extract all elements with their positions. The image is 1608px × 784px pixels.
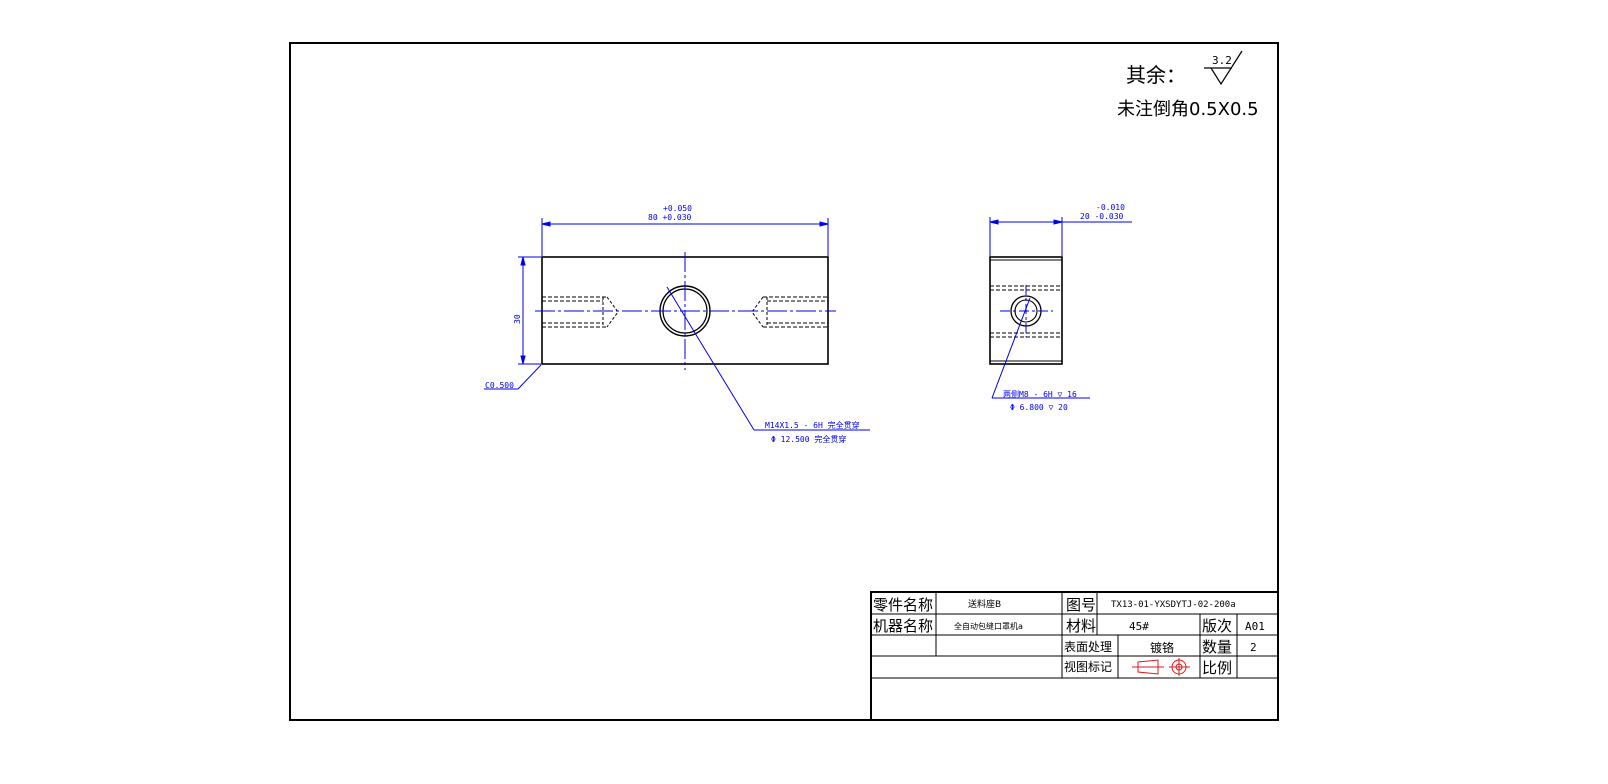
part-name-label: 零件名称	[873, 596, 933, 614]
front-view: +0.050 80 +0.030 30 C0.500 M14X1.5 - 6H …	[484, 204, 870, 444]
view-mark-label: 视图标记	[1064, 659, 1112, 674]
title-block	[870, 591, 1279, 721]
front-thread-callout-1: M14X1.5 - 6H 完全贯穿	[765, 420, 860, 430]
material-label: 材料	[1066, 617, 1096, 635]
front-width-dimension	[541, 218, 829, 256]
side-width-tolerance-upper: -0.010	[1096, 203, 1125, 212]
front-height-dim-text: 30	[513, 314, 522, 324]
front-thread-callout-2: Φ 12.500 完全贯穿	[771, 434, 846, 444]
surface-label: 表面处理	[1064, 640, 1112, 654]
drawing-no-value: TX13-01-YXSDYTJ-02-200a	[1111, 600, 1236, 610]
quantity-label: 数量	[1202, 638, 1232, 656]
machine-name-label: 机器名称	[873, 617, 933, 635]
front-width-tolerance-upper: +0.050	[663, 204, 692, 213]
quantity-value: 2	[1250, 641, 1257, 654]
front-height-dimension	[518, 256, 541, 365]
right-tapped-hole	[751, 296, 828, 328]
chamfer-leader	[484, 364, 542, 390]
side-width-dimension	[989, 217, 1132, 256]
version-value: A01	[1245, 620, 1265, 633]
roughness-symbol-icon	[1204, 50, 1243, 86]
version-label: 版次	[1202, 617, 1232, 635]
general-notes: 其余： 3.2 未注倒角0.5X0.5	[1117, 50, 1259, 120]
side-view: -0.010 20 -0.030 两侧M8 - 6H ▽ 16 Φ 6.800 …	[989, 203, 1132, 412]
drawing-frame	[289, 42, 1279, 721]
side-view-outline	[989, 256, 1063, 365]
left-tapped-hole	[542, 296, 619, 328]
front-thread-leader	[666, 286, 870, 431]
front-center-lines	[535, 252, 836, 370]
projection-symbol-icon	[1132, 658, 1190, 676]
side-thread-callout-2: Φ 6.800 ▽ 20	[1010, 403, 1068, 412]
surface-value: 镀铬	[1150, 640, 1174, 655]
material-value: 45#	[1129, 620, 1149, 633]
machine-name-value: 全自动包缝口罩机a	[954, 621, 1023, 631]
roughness-prefix: 其余：	[1126, 63, 1186, 87]
side-width-dim-text: 20 -0.030	[1080, 212, 1124, 221]
front-width-dim-text: 80 +0.030	[648, 213, 692, 222]
roughness-value: 3.2	[1212, 54, 1232, 67]
chamfer-note: 未注倒角0.5X0.5	[1117, 99, 1259, 120]
part-name-value: 送料座B	[968, 598, 1001, 610]
side-center-lines	[1000, 285, 1053, 337]
drawing-no-label: 图号	[1066, 596, 1096, 614]
chamfer-dim-text: C0.500	[485, 381, 514, 390]
scale-label: 比例	[1202, 659, 1232, 677]
side-thread-callout-1: 两侧M8 - 6H ▽ 16	[1003, 389, 1077, 399]
side-thread-leader	[991, 297, 1090, 399]
